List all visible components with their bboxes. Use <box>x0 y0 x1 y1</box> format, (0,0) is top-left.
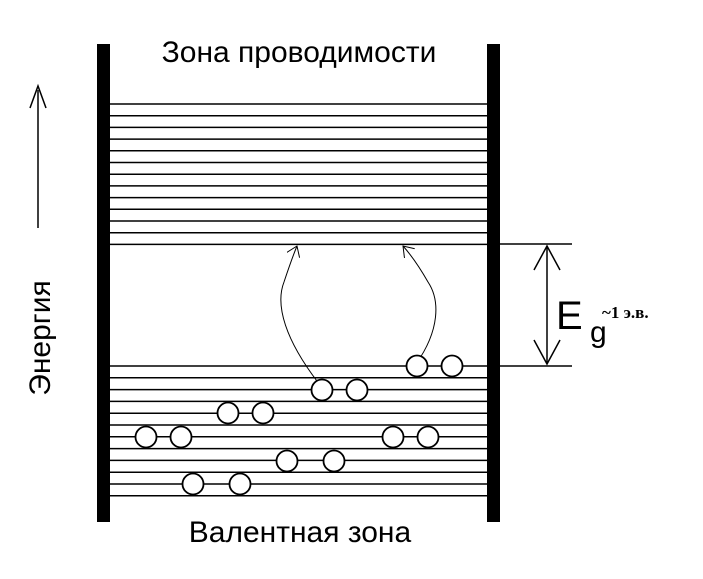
left-wall <box>97 44 110 522</box>
electron-pair <box>216 401 275 425</box>
electron-circle <box>440 354 464 378</box>
excitation-arrow-left <box>280 246 321 386</box>
electron-pair <box>181 472 252 496</box>
gap-arrow-head-up <box>533 244 561 271</box>
excitation-arrow-right <box>403 246 437 365</box>
electron-circle <box>381 425 405 449</box>
electron-circle <box>310 378 334 402</box>
energy-axis-label: Энергия <box>24 280 57 395</box>
electron-circle <box>416 425 440 449</box>
right-wall <box>487 44 500 522</box>
conduction-band-levels <box>110 103 487 246</box>
electron-pair <box>275 449 346 473</box>
energy-arrow-head <box>29 83 47 109</box>
electron-circle <box>216 401 240 425</box>
gap-subscript: g <box>590 316 607 349</box>
conduction-band-label: Зона проводимости <box>162 36 437 69</box>
electron-circle <box>251 401 275 425</box>
electron-circle <box>169 425 193 449</box>
electron-pairs <box>134 354 464 496</box>
electron-pair <box>134 425 193 449</box>
gap-arrow-head-down <box>533 339 561 366</box>
electron-pair <box>405 354 464 378</box>
electron-pair <box>381 425 440 449</box>
electron-circle <box>275 449 299 473</box>
gap-value-label: ~1 э.в. <box>602 303 649 322</box>
gap-symbol: E <box>556 294 583 338</box>
valence-band-label: Валентная зона <box>189 516 412 549</box>
electron-pair <box>310 378 369 402</box>
electron-circle <box>405 354 429 378</box>
electron-circle <box>134 425 158 449</box>
electron-circle <box>181 472 205 496</box>
electron-circle <box>228 472 252 496</box>
electron-circle <box>322 449 346 473</box>
electron-circle <box>345 378 369 402</box>
